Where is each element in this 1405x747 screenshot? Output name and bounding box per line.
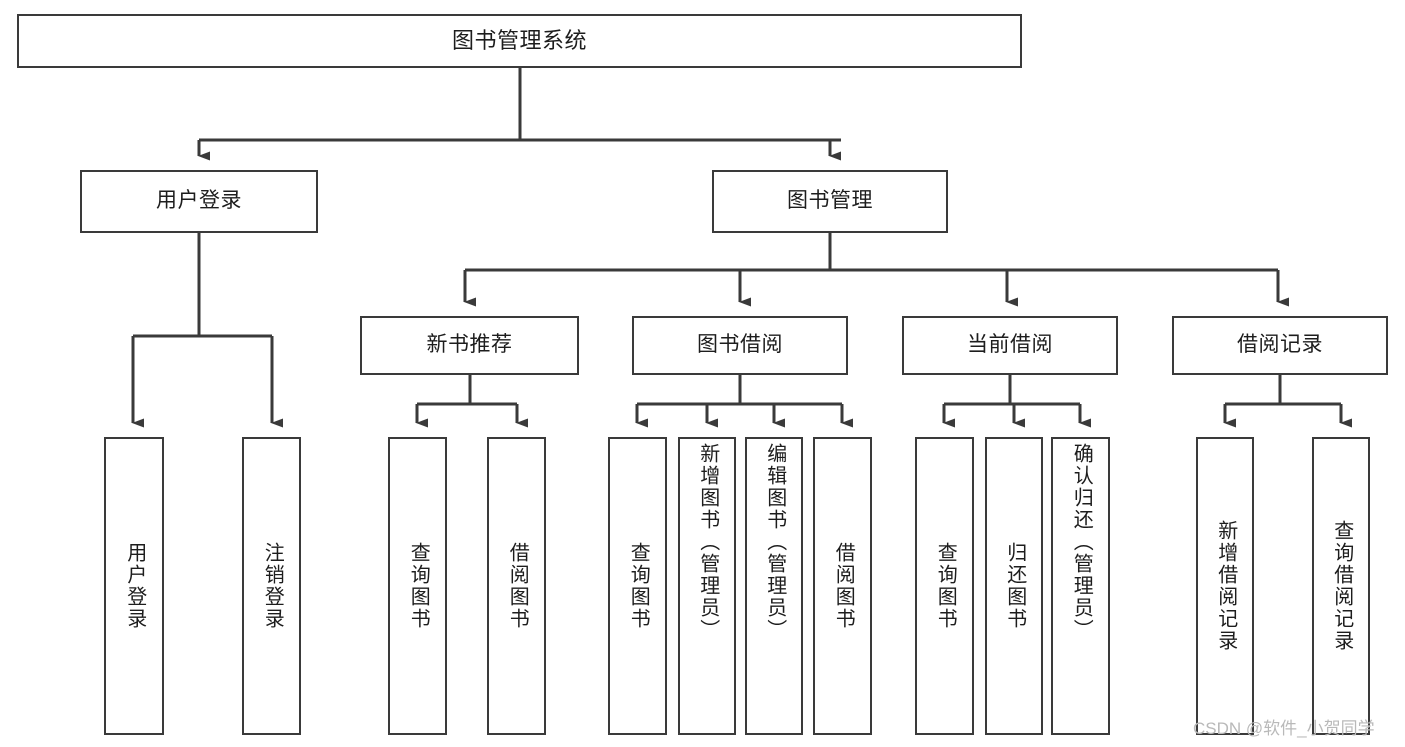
node-leaf-confirm-return[interactable]: 确认归还（管理员） (1051, 437, 1110, 735)
node-leaf-add-borrow-record[interactable]: 新增借阅记录 (1196, 437, 1254, 735)
csdn-watermark: CSDN @软件_小贺同学 (1193, 719, 1375, 738)
edge-borrow-record-to-leaves (1223, 375, 1352, 428)
node-leaf-query-book-2-label: 查询图书 (627, 542, 650, 630)
edge-root-to-level2 (197, 68, 841, 161)
node-leaf-query-borrow-record-label: 查询借阅记录 (1330, 520, 1353, 652)
node-current-borrow[interactable]: 当前借阅 (902, 316, 1118, 375)
node-borrow-record[interactable]: 借阅记录 (1172, 316, 1388, 375)
node-leaf-add-book-label: 新增图书（管理员） (696, 443, 719, 641)
node-leaf-borrow-book-1[interactable]: 借阅图书 (487, 437, 546, 735)
node-leaf-user-login[interactable]: 用户登录 (104, 437, 164, 735)
node-leaf-confirm-return-label: 确认归还（管理员） (1070, 443, 1093, 641)
node-leaf-edit-book[interactable]: 编辑图书（管理员） (745, 437, 803, 735)
node-user-login[interactable]: 用户登录 (80, 170, 318, 233)
node-leaf-query-book-2[interactable]: 查询图书 (608, 437, 667, 735)
edge-book-borrow-to-leaves (635, 375, 853, 428)
node-leaf-user-login-label: 用户登录 (123, 542, 146, 630)
node-leaf-return-book-label: 归还图书 (1003, 542, 1026, 630)
node-leaf-logout-label: 注销登录 (261, 542, 284, 630)
node-book-borrow-label: 图书借阅 (697, 333, 783, 357)
node-new-book-recommendation-label: 新书推荐 (426, 333, 513, 357)
node-book-borrow[interactable]: 图书借阅 (632, 316, 848, 375)
node-book-manage[interactable]: 图书管理 (712, 170, 948, 233)
node-leaf-logout[interactable]: 注销登录 (242, 437, 301, 735)
node-root[interactable]: 图书管理系统 (17, 14, 1022, 68)
node-current-borrow-label: 当前借阅 (967, 333, 1053, 357)
node-user-login-label: 用户登录 (156, 189, 242, 213)
edge-current-borrow-to-leaves (942, 375, 1091, 428)
node-leaf-add-borrow-record-label: 新增借阅记录 (1214, 520, 1237, 652)
node-leaf-edit-book-label: 编辑图书（管理员） (763, 443, 786, 641)
node-leaf-query-book-3[interactable]: 查询图书 (915, 437, 974, 735)
node-borrow-record-label: 借阅记录 (1237, 333, 1323, 357)
edge-new-book-rec-to-leaves (415, 375, 528, 428)
node-leaf-query-borrow-record[interactable]: 查询借阅记录 (1312, 437, 1370, 735)
node-leaf-query-book-3-label: 查询图书 (934, 542, 957, 630)
node-leaf-query-book-1-label: 查询图书 (407, 542, 430, 630)
node-leaf-add-book[interactable]: 新增图书（管理员） (678, 437, 736, 735)
node-leaf-query-book-1[interactable]: 查询图书 (388, 437, 447, 735)
node-leaf-borrow-book-2-label: 借阅图书 (832, 542, 855, 630)
edge-user-login-to-leaves (131, 233, 283, 428)
node-leaf-borrow-book-1-label: 借阅图书 (506, 542, 529, 630)
node-book-manage-label: 图书管理 (787, 189, 873, 213)
node-new-book-recommendation[interactable]: 新书推荐 (360, 316, 579, 375)
node-leaf-return-book[interactable]: 归还图书 (985, 437, 1043, 735)
node-root-label: 图书管理系统 (451, 28, 587, 54)
node-leaf-borrow-book-2[interactable]: 借阅图书 (813, 437, 872, 735)
edge-book-manage-to-children (463, 233, 1289, 307)
